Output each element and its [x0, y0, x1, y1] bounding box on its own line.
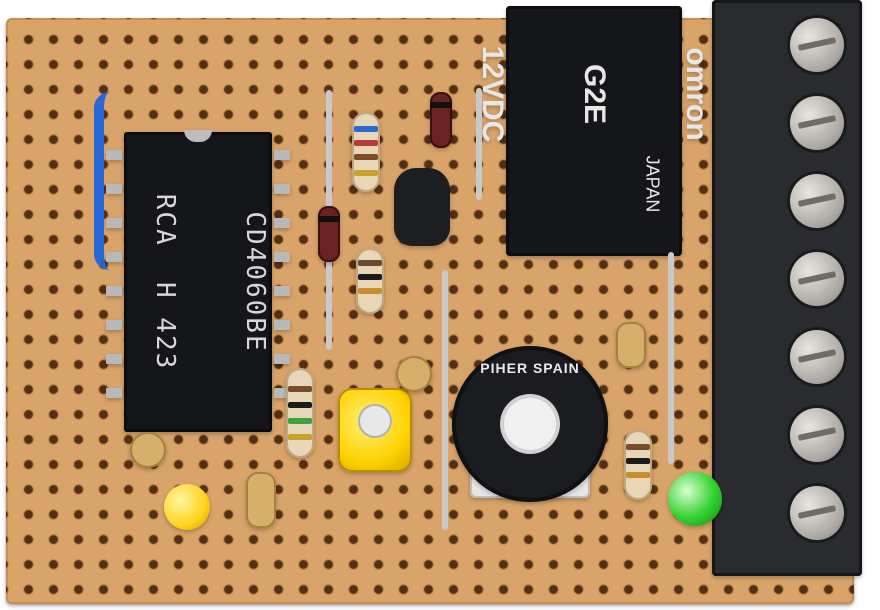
ic-marking-line1: CD4060BE	[240, 211, 270, 353]
potentiometer: PIHER SPAIN	[452, 346, 608, 502]
ic-pin	[274, 388, 290, 398]
ceramic-capacitor	[396, 356, 432, 392]
ic-pin	[274, 354, 290, 364]
blue-wire-link	[94, 92, 130, 270]
resistor	[356, 248, 384, 314]
ceramic-capacitor	[246, 472, 276, 528]
resistor	[624, 430, 652, 500]
ic-pin	[274, 184, 290, 194]
green-led	[668, 472, 722, 526]
potentiometer-knob	[504, 398, 556, 450]
ic-pin	[106, 286, 122, 296]
potentiometer-label: PIHER SPAIN	[480, 360, 580, 376]
relay: omron G2E 12VDC JAPAN	[476, 6, 713, 256]
component-lead	[476, 88, 482, 200]
ic-pin	[274, 150, 290, 160]
terminal-screw	[790, 486, 844, 540]
terminal-screw	[790, 174, 844, 228]
terminal-screw	[790, 408, 844, 462]
ic-notch	[184, 130, 212, 142]
terminal-screw	[790, 252, 844, 306]
diode	[318, 206, 340, 262]
terminal-screw	[790, 330, 844, 384]
ic-pin	[106, 184, 122, 194]
relay-brand: omron	[680, 47, 713, 141]
ic-chip: CD4060BE RCA H 423	[106, 130, 290, 432]
diode	[430, 92, 452, 148]
resistor	[286, 368, 314, 458]
ic-pin	[274, 218, 290, 228]
terminal-screw	[790, 96, 844, 150]
electrolytic-capacitor	[338, 388, 412, 472]
ic-pin	[106, 218, 122, 228]
ic-pin	[106, 150, 122, 160]
component-lead	[442, 270, 448, 530]
ic-pin	[106, 320, 122, 330]
ceramic-capacitor	[130, 432, 166, 468]
ic-pin	[274, 252, 290, 262]
transistor	[394, 168, 450, 246]
yellow-led	[164, 484, 210, 530]
component-lead	[668, 252, 674, 464]
relay-model: G2E	[578, 63, 611, 125]
ic-pin	[106, 252, 122, 262]
ic-pin	[274, 286, 290, 296]
ic-marking-line2: RCA H 423	[150, 193, 180, 371]
ic-pin	[106, 388, 122, 398]
ic-marking: CD4060BE RCA H 423	[90, 194, 330, 371]
ceramic-capacitor	[616, 322, 646, 368]
terminal-screw	[790, 18, 844, 72]
resistor	[352, 112, 380, 192]
ic-pin	[274, 320, 290, 330]
ic-pin	[106, 354, 122, 364]
relay-origin: JAPAN	[642, 155, 663, 213]
